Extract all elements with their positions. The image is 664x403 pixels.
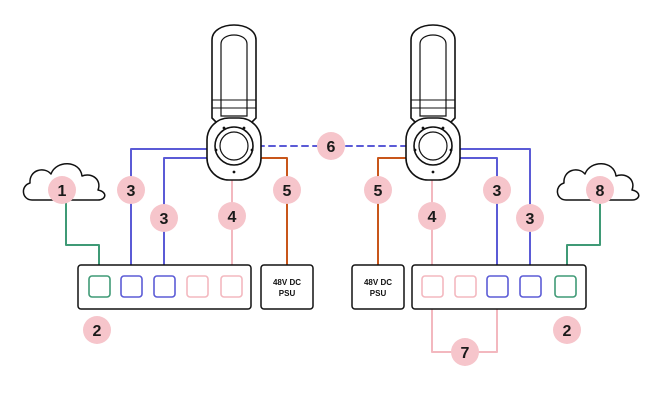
uplink-wire-left <box>65 199 100 278</box>
psu-label-line2: PSU <box>370 289 387 298</box>
psu-label-line2: PSU <box>279 289 296 298</box>
psu-box-left: 48V DC PSU <box>260 264 314 310</box>
network-switch-right <box>411 264 587 310</box>
switch-port-robot <box>519 275 542 298</box>
robot-link-wire-right-1 <box>451 148 531 278</box>
badge-label: 5 <box>374 183 383 200</box>
badge-label: 3 <box>493 183 502 200</box>
psu-label-line1: 48V DC <box>273 278 301 287</box>
badge-5: 5 <box>273 176 301 204</box>
switch-port-pink <box>421 275 444 298</box>
power-wire-right <box>377 157 411 266</box>
robot-arm-icon <box>405 24 461 181</box>
badge-label: 3 <box>160 211 169 228</box>
badge-5: 5 <box>364 176 392 204</box>
switch-port-robot <box>486 275 509 298</box>
badge-7: 7 <box>451 338 479 366</box>
badge-4: 4 <box>418 202 446 230</box>
uplink-wire-right <box>566 199 601 278</box>
wires <box>65 145 601 353</box>
robot-link-wire-right-2 <box>443 157 498 278</box>
psu-label-line1: 48V DC <box>364 278 392 287</box>
badge-label: 4 <box>228 209 237 226</box>
network-switch-left <box>77 264 252 310</box>
badge-label: 6 <box>327 139 336 156</box>
badge-label: 2 <box>563 323 572 340</box>
switch-port-uplink <box>554 275 577 298</box>
badge-label: 5 <box>283 183 292 200</box>
badge-label: 7 <box>461 345 470 362</box>
badge-label: 3 <box>526 211 535 228</box>
switch-port-spare <box>454 275 477 298</box>
badge-2: 2 <box>83 316 111 344</box>
badge-3: 3 <box>150 204 178 232</box>
switch-port-spare <box>186 275 209 298</box>
psu-box-right: 48V DC PSU <box>351 264 405 310</box>
badge-label: 3 <box>127 183 136 200</box>
badge-2: 2 <box>553 316 581 344</box>
badge-3: 3 <box>117 176 145 204</box>
badge-label: 2 <box>93 323 102 340</box>
badge-label: 8 <box>596 183 605 200</box>
badge-3: 3 <box>516 204 544 232</box>
switch-port-pink <box>220 275 243 298</box>
power-wire-left <box>255 157 288 266</box>
switch-port-uplink <box>88 275 111 298</box>
robot-arm-icon <box>206 24 262 181</box>
robot-link-wire-left-2 <box>163 157 225 278</box>
badges: 1 8 3 3 3 3 4 4 5 5 6 7 2 2 <box>48 132 614 366</box>
robot-link-wire-left-1 <box>130 148 217 278</box>
badge-6: 6 <box>317 132 345 160</box>
badge-label: 1 <box>58 183 67 200</box>
badge-3: 3 <box>483 176 511 204</box>
badge-8: 8 <box>586 176 614 204</box>
switch-port-robot <box>120 275 143 298</box>
badge-1: 1 <box>48 176 76 204</box>
badge-label: 4 <box>428 209 437 226</box>
badge-4: 4 <box>218 202 246 230</box>
switch-port-robot <box>153 275 176 298</box>
